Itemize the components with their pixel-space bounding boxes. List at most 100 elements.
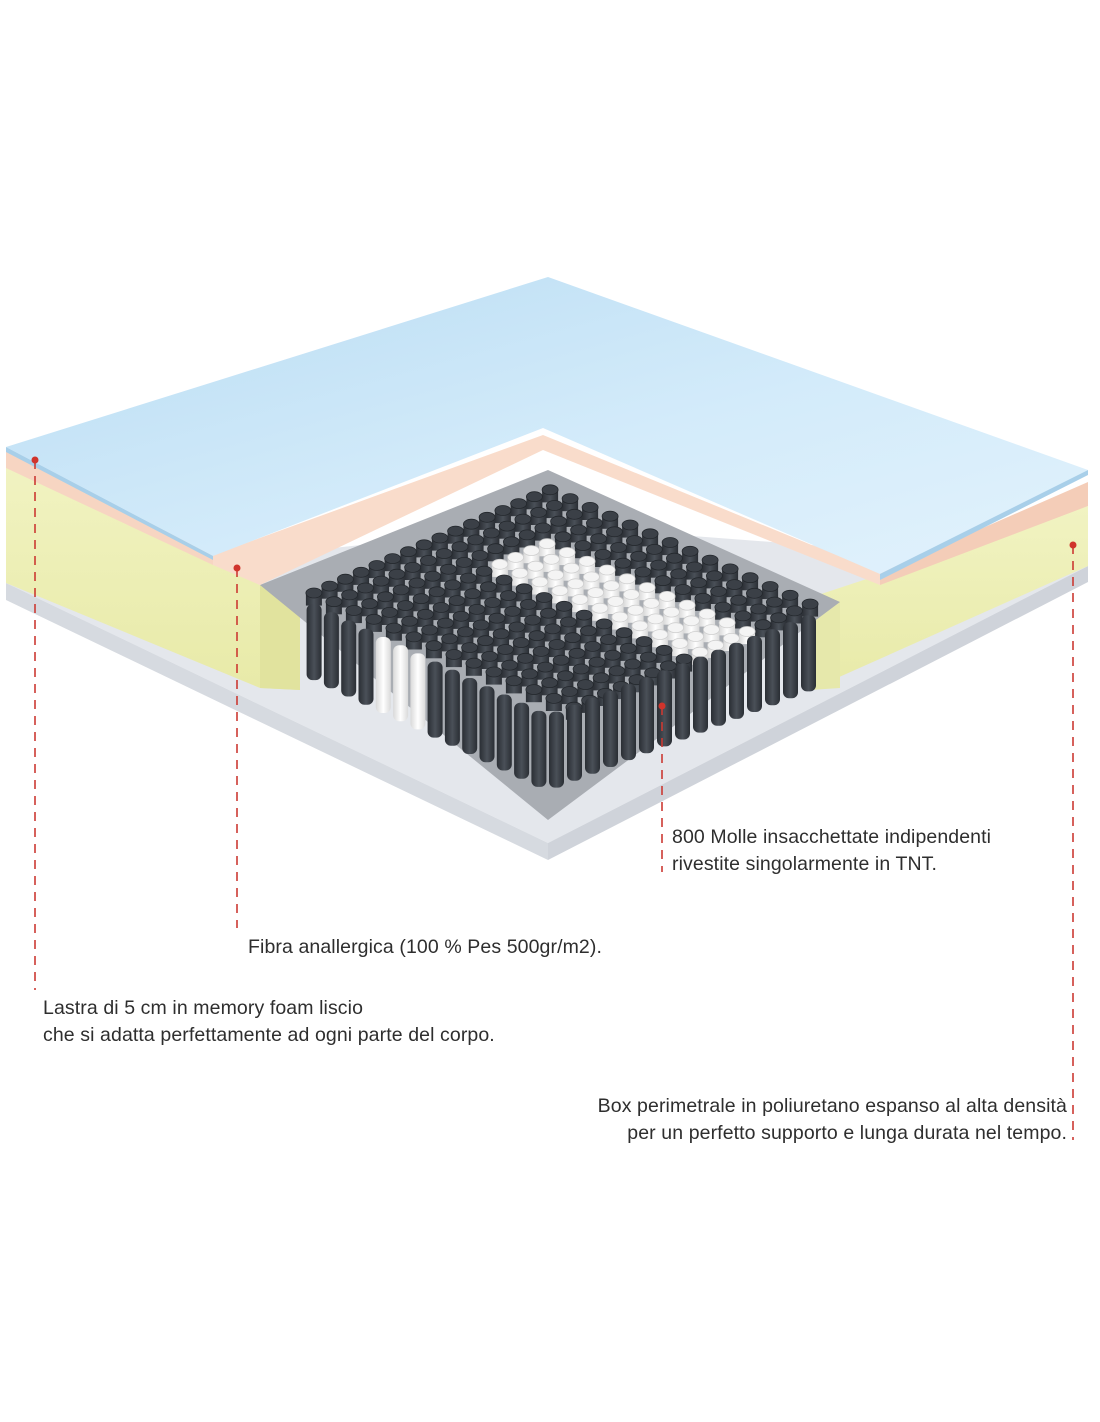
spring-dark bbox=[462, 518, 480, 537]
spring-white bbox=[563, 562, 580, 581]
callout-perimeter-box: Box perimetrale in poliuretano espanso a… bbox=[598, 1093, 1067, 1147]
spring-dark bbox=[546, 500, 563, 519]
spring-white bbox=[703, 624, 720, 643]
spring-dark bbox=[495, 574, 513, 593]
spring-dark bbox=[626, 535, 643, 554]
spring-dark bbox=[525, 684, 543, 703]
spring-dark bbox=[502, 536, 520, 555]
spring-dark bbox=[408, 577, 426, 596]
spring-white bbox=[611, 611, 629, 630]
spring-dark bbox=[399, 546, 417, 565]
spring-dark bbox=[487, 543, 505, 562]
spring-dark bbox=[681, 545, 699, 564]
spring-dark bbox=[424, 570, 442, 589]
callout-dot-perimeter-box bbox=[1069, 541, 1077, 549]
spring-dark bbox=[305, 587, 323, 606]
spring-dark bbox=[459, 572, 477, 591]
spring-dark bbox=[640, 651, 657, 670]
spring-dark bbox=[325, 596, 343, 615]
spring-dark bbox=[416, 608, 434, 627]
spring-dark bbox=[604, 649, 621, 668]
spring-dark bbox=[655, 644, 673, 663]
spring-dark bbox=[526, 491, 543, 510]
spring-dark bbox=[455, 557, 473, 575]
spring-dark bbox=[741, 572, 759, 591]
spring-dark bbox=[540, 607, 557, 626]
spring-dark bbox=[376, 591, 394, 610]
spring-dark bbox=[352, 566, 370, 585]
spring-dark bbox=[561, 493, 579, 512]
spring-column-dark bbox=[765, 629, 780, 706]
spring-column-dark bbox=[729, 642, 744, 719]
spring-dark bbox=[388, 568, 406, 587]
spring-dark bbox=[572, 663, 590, 682]
spring-dark bbox=[674, 584, 692, 603]
spring-dark bbox=[594, 549, 612, 567]
spring-dark bbox=[441, 633, 459, 652]
spring-dark bbox=[781, 589, 799, 608]
spring-dark bbox=[630, 550, 647, 569]
callout-lines bbox=[31, 456, 1077, 1140]
spring-dark bbox=[471, 550, 489, 569]
spring-dark bbox=[361, 598, 379, 617]
spring-dark bbox=[624, 658, 641, 677]
spring-dark bbox=[564, 632, 581, 651]
spring-dark bbox=[467, 534, 485, 553]
spring-column-dark bbox=[693, 656, 708, 733]
spring-column-dark bbox=[444, 669, 460, 746]
spring-dark bbox=[401, 615, 419, 634]
spring-column-white bbox=[410, 653, 426, 730]
spring-dark bbox=[517, 652, 534, 671]
spring-dark bbox=[498, 520, 516, 539]
spring-dark bbox=[435, 548, 453, 567]
spring-dark bbox=[650, 559, 667, 578]
spring-white bbox=[683, 615, 700, 634]
spring-dark bbox=[721, 563, 739, 582]
spring-dark bbox=[801, 598, 819, 617]
spring-dark bbox=[336, 573, 354, 592]
spring-column-dark bbox=[711, 649, 726, 726]
spring-dark bbox=[566, 508, 583, 527]
spring-dark bbox=[535, 592, 553, 611]
spring-dark bbox=[601, 510, 619, 529]
spring-dark bbox=[425, 640, 443, 659]
callout-fibre-line1: Fibra anallergica (100 % Pes 500gr/m2). bbox=[248, 936, 602, 958]
spring-dark bbox=[666, 552, 683, 571]
spring-column-dark bbox=[549, 711, 564, 788]
spring-dark bbox=[436, 617, 454, 636]
spring-white bbox=[671, 638, 689, 656]
callout-dot-memory-foam bbox=[31, 456, 39, 464]
spring-dark bbox=[492, 628, 510, 647]
spring-dark bbox=[468, 604, 486, 622]
spring-white bbox=[618, 573, 636, 592]
spring-dark bbox=[595, 618, 613, 637]
spring-dark bbox=[482, 527, 500, 546]
spring-dark bbox=[580, 625, 597, 644]
spring-dark bbox=[670, 568, 687, 587]
spring-white bbox=[578, 555, 596, 574]
spring-dark bbox=[478, 511, 496, 530]
callout-dot-fibre bbox=[233, 564, 241, 572]
spring-column-dark bbox=[496, 694, 512, 771]
spring-dark bbox=[710, 586, 727, 604]
callout-perimeter-box-line2: per un perfetto supporto e lunga durata … bbox=[627, 1122, 1067, 1144]
spring-dark bbox=[586, 517, 603, 536]
spring-dark bbox=[510, 498, 527, 517]
spring-column-dark bbox=[783, 622, 798, 699]
spring-dark bbox=[514, 513, 532, 532]
spring-dark bbox=[508, 621, 526, 640]
spring-column-dark bbox=[567, 704, 582, 781]
spring-dark bbox=[686, 561, 703, 580]
spring-dark bbox=[452, 610, 470, 629]
spring-white bbox=[658, 591, 676, 609]
spring-dark bbox=[568, 647, 586, 666]
spring-dark bbox=[730, 594, 747, 613]
spring-dark bbox=[461, 642, 479, 661]
spring-white bbox=[558, 547, 576, 566]
spring-white bbox=[698, 608, 716, 627]
memory-foam-layer bbox=[6, 277, 1088, 580]
spring-column-dark bbox=[603, 691, 618, 767]
spring-dark bbox=[550, 515, 567, 534]
spring-dark bbox=[518, 529, 536, 548]
